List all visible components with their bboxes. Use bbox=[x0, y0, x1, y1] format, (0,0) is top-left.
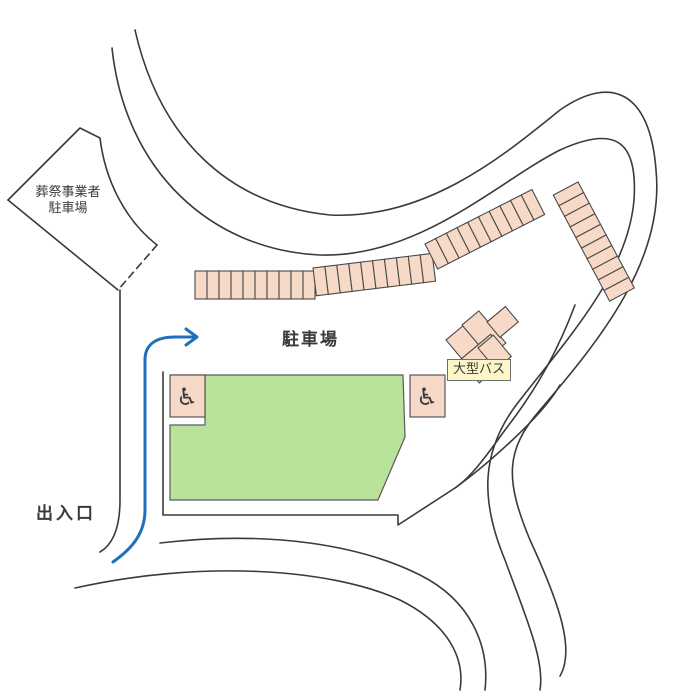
parking-stall[interactable] bbox=[194, 270, 208, 300]
lot-boundary-east bbox=[454, 384, 561, 489]
parking-stall[interactable] bbox=[302, 270, 316, 300]
accessible-space-right[interactable]: ♿ bbox=[409, 374, 446, 418]
parking-stall[interactable] bbox=[218, 270, 232, 300]
parking-stall[interactable] bbox=[230, 270, 244, 300]
road-outer-top bbox=[134, 29, 658, 677]
road-bottom-lower bbox=[74, 570, 462, 691]
bus-stall[interactable] bbox=[486, 305, 520, 339]
entrance-label: 出入口 bbox=[36, 504, 96, 524]
road-outlines bbox=[7, 29, 658, 691]
wheelchair-icon: ♿ bbox=[176, 383, 198, 411]
funeral-lot-side bbox=[7, 199, 119, 291]
parking-lot-label: 駐車場 bbox=[282, 330, 339, 350]
stall-row-middle bbox=[312, 252, 437, 297]
parking-stall[interactable] bbox=[290, 270, 304, 300]
road-inner-top bbox=[111, 47, 636, 691]
parking-stall[interactable] bbox=[266, 270, 280, 300]
parking-stall[interactable] bbox=[254, 270, 268, 300]
funeral-parking-label-line1: 葬祭事業者 bbox=[35, 185, 101, 200]
wheelchair-icon: ♿ bbox=[416, 383, 438, 411]
road-bottom-upper bbox=[159, 537, 487, 691]
bus-parking-label: 大型バス bbox=[447, 359, 512, 382]
stall-row-left bbox=[194, 270, 316, 300]
funeral-lot-outline bbox=[7, 127, 158, 246]
entry-arrow-icon bbox=[111, 327, 199, 564]
funeral-parking-label-line2: 駐車場 bbox=[48, 201, 88, 217]
parking-stall[interactable] bbox=[206, 270, 220, 300]
parking-stall[interactable] bbox=[603, 276, 636, 302]
funeral-lot-gate bbox=[117, 244, 158, 291]
parking-stall[interactable] bbox=[520, 188, 546, 221]
parking-stalls bbox=[194, 181, 636, 384]
stall-column-east bbox=[552, 181, 636, 302]
road-left-outer bbox=[99, 289, 121, 553]
parking-stall[interactable] bbox=[242, 270, 256, 300]
funeral-parking-label: 葬祭事業者 駐車場 bbox=[20, 185, 116, 218]
accessible-space-left[interactable]: ♿ bbox=[169, 374, 206, 418]
parking-stall[interactable] bbox=[278, 270, 292, 300]
stall-row-right bbox=[424, 188, 546, 270]
parking-stall[interactable] bbox=[419, 252, 437, 284]
